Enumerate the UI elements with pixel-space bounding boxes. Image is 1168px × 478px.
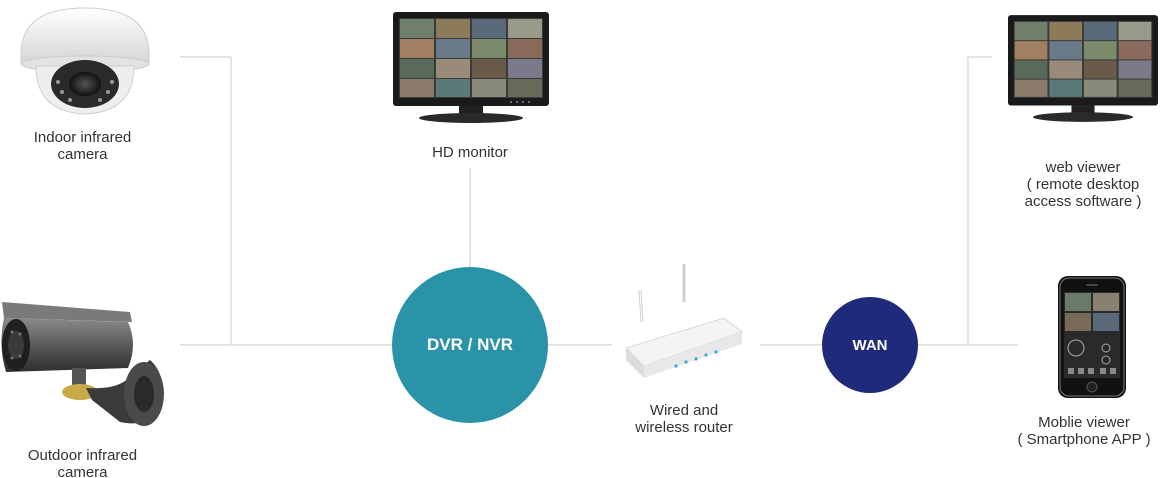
dvr-nvr-hub: DVR / NVR xyxy=(392,267,548,423)
indoor-camera-icon xyxy=(20,7,150,115)
router-label: Wired and wireless router xyxy=(635,402,733,436)
router-icon xyxy=(625,264,744,378)
outdoor-camera-icon xyxy=(1,302,164,426)
indoor-camera-label: Indoor infrared camera xyxy=(33,129,132,163)
wan-hub: WAN xyxy=(822,297,918,393)
dvr-nvr-label: DVR / NVR xyxy=(427,335,513,354)
wan-label: WAN xyxy=(852,336,888,354)
outdoor-camera-label: Outdoor infrared camera xyxy=(27,447,138,478)
smartphone-icon xyxy=(1058,276,1126,398)
web-viewer-connector xyxy=(967,56,992,345)
web-viewer-label: web viewer ( remote desktop access softw… xyxy=(1024,159,1142,210)
hd-monitor-label: HD monitor xyxy=(432,144,508,161)
web-viewer-monitor-icon xyxy=(1008,15,1158,122)
hd-monitor-icon xyxy=(393,12,549,123)
mobile-viewer-label: Moblie viewer ( Smartphone APP ) xyxy=(1017,414,1151,448)
indoor-camera-connector xyxy=(180,56,232,345)
